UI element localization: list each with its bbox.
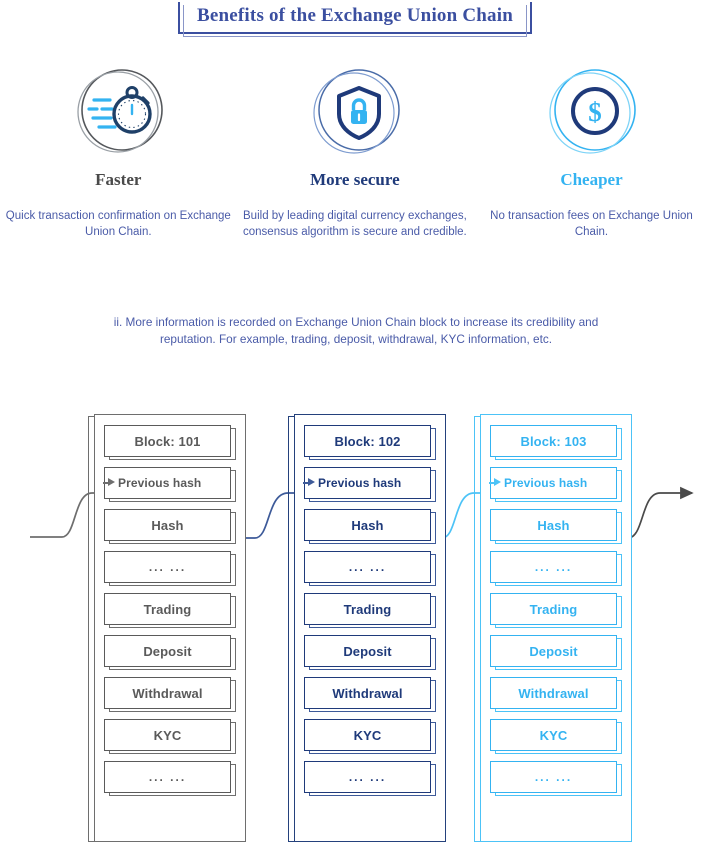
block-rows: Block: 102 Previous hash Hash ... ... Tr… xyxy=(294,414,446,842)
benefit-title: Cheaper xyxy=(560,170,623,189)
benefit-title: More secure xyxy=(310,170,400,189)
row-label: ... ... xyxy=(304,761,431,793)
benefit-title: Faster xyxy=(95,170,142,189)
row-label: Trading xyxy=(490,593,617,625)
dollar-coin-icon: $ xyxy=(543,62,639,158)
blockchain-diagram: Block: 101 Previous hash Hash ... ... Tr… xyxy=(0,400,710,848)
row-hash: Hash xyxy=(490,509,622,544)
chain-block-103[interactable]: Block: 103 Previous hash Hash ... ... Tr… xyxy=(474,414,632,844)
benefit-description: Quick transaction confirmation on Exchan… xyxy=(5,210,231,238)
shield-lock-icon xyxy=(307,62,403,158)
row-ellipsis-top: ... ... xyxy=(490,551,622,586)
row-deposit: Deposit xyxy=(304,635,436,670)
row-withdrawal: Withdrawal xyxy=(490,677,622,712)
chain-block-101[interactable]: Block: 101 Previous hash Hash ... ... Tr… xyxy=(88,414,246,844)
row-label: Hash xyxy=(104,509,231,541)
benefit-description: Build by leading digital currency exchan… xyxy=(243,210,467,238)
row-label: Previous hash xyxy=(104,467,231,499)
row-label: Previous hash xyxy=(490,467,617,499)
inbound-arrow-head-icon xyxy=(494,478,501,486)
benefit-card-faster: Faster Quick transaction confirmation on… xyxy=(0,62,237,240)
benefits-row: Faster Quick transaction confirmation on… xyxy=(0,62,710,240)
row-deposit: Deposit xyxy=(104,635,236,670)
page-title: Benefits of the Exchange Union Chain xyxy=(197,5,513,26)
block-header-row: Block: 102 xyxy=(304,425,436,460)
row-label: Withdrawal xyxy=(490,677,617,709)
row-previous-hash: Previous hash xyxy=(303,467,436,502)
title-border-frame xyxy=(178,2,532,37)
row-previous-hash: Previous hash xyxy=(489,467,622,502)
row-ellipsis-bottom: ... ... xyxy=(304,761,436,796)
row-label: Previous hash xyxy=(304,467,431,499)
row-label: Deposit xyxy=(490,635,617,667)
row-label: ... ... xyxy=(490,551,617,583)
row-kyc: KYC xyxy=(304,719,436,754)
row-label: ... ... xyxy=(490,761,617,793)
row-label: Withdrawal xyxy=(304,677,431,709)
stopwatch-icon xyxy=(70,62,166,158)
row-withdrawal: Withdrawal xyxy=(104,677,236,712)
inbound-connector xyxy=(30,492,120,538)
inbound-arrow-head-icon xyxy=(308,478,315,486)
row-deposit: Deposit xyxy=(490,635,622,670)
row-label: Hash xyxy=(304,509,431,541)
row-trading: Trading xyxy=(490,593,622,628)
row-label: Deposit xyxy=(304,635,431,667)
block-rows: Block: 101 Previous hash Hash ... ... Tr… xyxy=(94,414,246,842)
inbound-arrow-stem xyxy=(489,482,495,484)
block-number-label: Block: 101 xyxy=(104,425,231,457)
block-number-label: Block: 102 xyxy=(304,425,431,457)
benefit-description: No transaction fees on Exchange Union Ch… xyxy=(490,210,693,238)
row-label: Withdrawal xyxy=(104,677,231,709)
row-label: Hash xyxy=(490,509,617,541)
benefit-card-cheaper: $ Cheaper No transaction fees on Exchang… xyxy=(473,62,710,240)
block-rows: Block: 103 Previous hash Hash ... ... Tr… xyxy=(480,414,632,842)
row-label: Trading xyxy=(304,593,431,625)
row-label: KYC xyxy=(490,719,617,751)
row-trading: Trading xyxy=(104,593,236,628)
inbound-arrow-head-icon xyxy=(108,478,115,486)
svg-text:$: $ xyxy=(589,97,603,127)
row-label: Deposit xyxy=(104,635,231,667)
row-withdrawal: Withdrawal xyxy=(304,677,436,712)
row-hash: Hash xyxy=(304,509,436,544)
block-header-row: Block: 103 xyxy=(490,425,622,460)
row-label: ... ... xyxy=(104,551,231,583)
inbound-arrow-stem xyxy=(103,482,109,484)
row-hash: Hash xyxy=(104,509,236,544)
row-kyc: KYC xyxy=(104,719,236,754)
row-trading: Trading xyxy=(304,593,436,628)
row-ellipsis-bottom: ... ... xyxy=(490,761,622,796)
row-ellipsis-top: ... ... xyxy=(104,551,236,586)
benefit-card-more-secure: More secure Build by leading digital cur… xyxy=(237,62,474,240)
row-previous-hash: Previous hash xyxy=(103,467,236,502)
row-ellipsis-bottom: ... ... xyxy=(104,761,236,796)
inbound-arrow-stem xyxy=(303,482,309,484)
hash-101-to-prev-102-connector xyxy=(222,492,320,539)
block-number-label: Block: 103 xyxy=(490,425,617,457)
row-label: ... ... xyxy=(304,551,431,583)
row-label: Trading xyxy=(104,593,231,625)
body-paragraph: ii. More information is recorded on Exch… xyxy=(113,315,599,346)
row-label: KYC xyxy=(304,719,431,751)
row-kyc: KYC xyxy=(490,719,622,754)
row-ellipsis-top: ... ... xyxy=(304,551,436,586)
block-header-row: Block: 101 xyxy=(104,425,236,460)
row-label: KYC xyxy=(104,719,231,751)
row-label: ... ... xyxy=(104,761,231,793)
chain-block-102[interactable]: Block: 102 Previous hash Hash ... ... Tr… xyxy=(288,414,446,844)
page-title-banner: Benefits of the Exchange Union Chain xyxy=(0,0,710,50)
